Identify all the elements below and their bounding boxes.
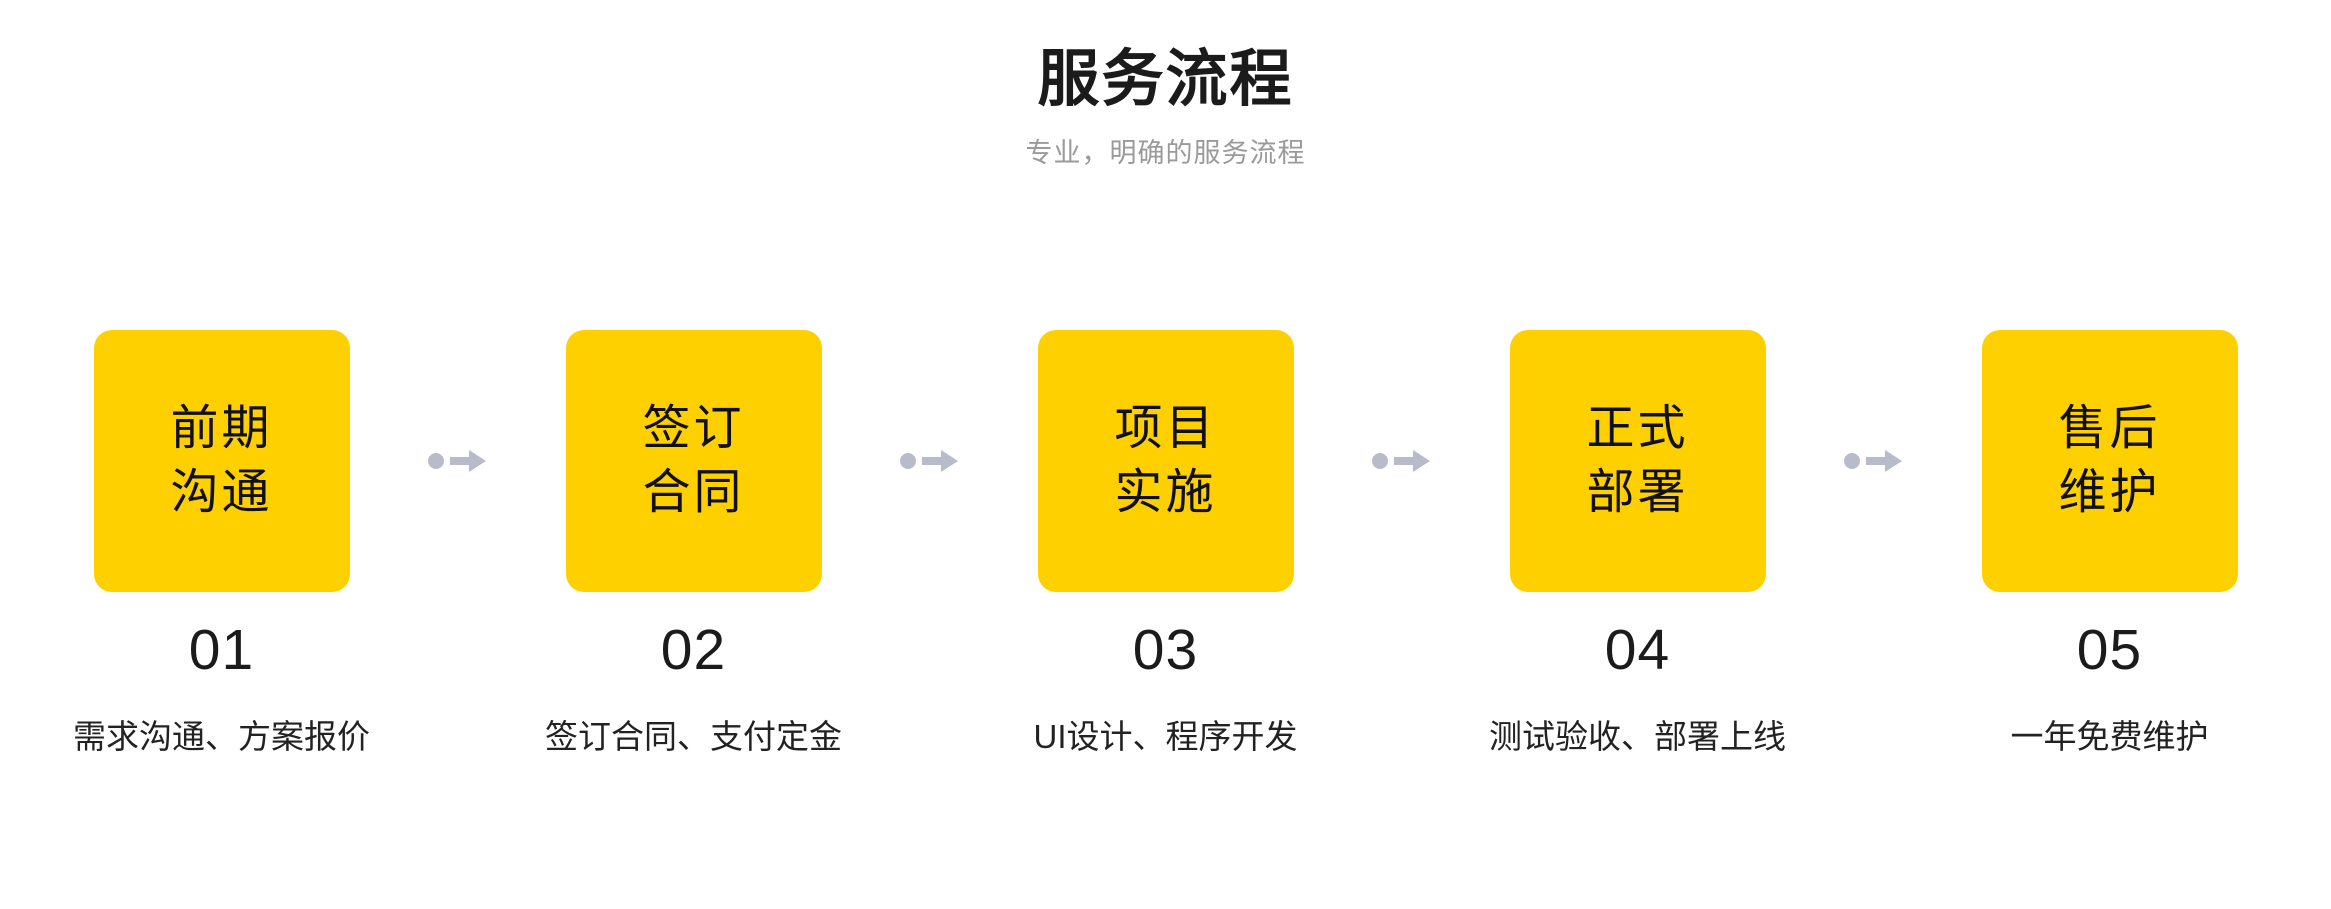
process-step-5[interactable]: 售后 维护 05 一年免费维护	[1920, 330, 2300, 757]
step-card-line-4b: 部署	[1586, 466, 1689, 519]
connector-4	[1828, 330, 1920, 592]
step-card-line-1a: 前期	[170, 402, 273, 456]
step-number-5: 05	[2076, 618, 2143, 682]
step-description-1: 需求沟通、方案报价	[73, 718, 370, 755]
process-flow: 前期 沟通 01 需求沟通、方案报价 签订 合同 02 签订合同、支付定金	[0, 330, 2331, 757]
step-card-4[interactable]: 正式 部署	[1509, 330, 1766, 592]
page-title: 服务流程	[1037, 45, 1294, 114]
process-step-1[interactable]: 前期 沟通 01 需求沟通、方案报价	[32, 330, 412, 757]
connector-3	[1356, 330, 1448, 592]
page-subtitle: 专业，明确的服务流程	[1025, 138, 1306, 169]
step-card-3[interactable]: 项目 实施	[1037, 330, 1294, 592]
step-number-2: 02	[660, 618, 727, 682]
step-card-line-5a: 售后	[2058, 402, 2161, 456]
step-card-line-5b: 维护	[2058, 466, 2161, 519]
arrow-right-icon	[1371, 446, 1432, 476]
step-card-line-4a: 正式	[1586, 402, 1689, 456]
step-card-2[interactable]: 签订 合同	[565, 330, 822, 592]
arrow-right-icon	[427, 446, 488, 476]
arrow-right-icon	[1843, 446, 1904, 476]
arrow-right-icon	[899, 446, 960, 476]
step-card-line-3b: 实施	[1114, 466, 1217, 519]
step-card-line-2a: 签订	[642, 402, 745, 456]
header: 服务流程 专业，明确的服务流程	[0, 0, 2331, 170]
connector-2	[884, 330, 976, 592]
process-step-4[interactable]: 正式 部署 04 测试验收、部署上线	[1448, 330, 1828, 757]
step-card-line-1b: 沟通	[170, 466, 273, 519]
step-card-line-3a: 项目	[1114, 402, 1217, 456]
step-number-4: 04	[1604, 618, 1671, 682]
step-number-3: 03	[1132, 618, 1199, 682]
connector-1	[412, 330, 504, 592]
step-number-1: 01	[188, 618, 255, 682]
step-card-5[interactable]: 售后 维护	[1981, 330, 2238, 592]
step-card-line-2b: 合同	[642, 466, 745, 519]
step-description-5: 一年免费维护	[2010, 718, 2209, 755]
step-description-3: UI设计、程序开发	[1033, 718, 1298, 755]
step-card-1[interactable]: 前期 沟通	[93, 330, 350, 592]
step-description-2: 签订合同、支付定金	[545, 718, 842, 755]
process-step-3[interactable]: 项目 实施 03 UI设计、程序开发	[976, 330, 1356, 757]
process-step-2[interactable]: 签订 合同 02 签订合同、支付定金	[504, 330, 884, 757]
step-description-4: 测试验收、部署上线	[1489, 718, 1786, 755]
